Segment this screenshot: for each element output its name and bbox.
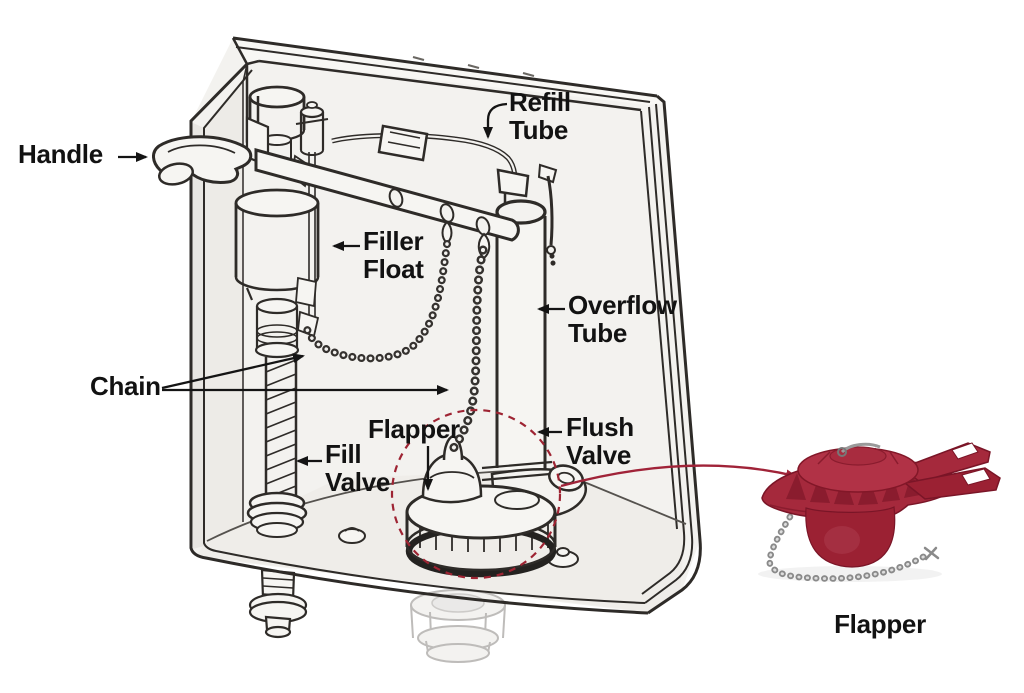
flapper-dome	[797, 442, 919, 493]
trip-lever	[254, 148, 520, 260]
label-flapper: Flapper	[368, 414, 460, 444]
fill-valve-assembly	[234, 85, 329, 538]
label-handle: Handle	[18, 139, 103, 169]
refill-tube-clip	[377, 124, 429, 162]
overflow-tube-drawing	[495, 163, 558, 472]
lift-chain	[447, 245, 488, 455]
label-refill-tube: Refill Tube	[509, 87, 571, 145]
handle-drawing	[152, 64, 270, 186]
label-overflow-tube: Overflow Tube	[568, 290, 677, 348]
flapper-highlight-circle	[390, 408, 562, 580]
flapper-arms	[900, 442, 1001, 500]
flapper-bulb	[805, 506, 896, 568]
label-filler-float: Filler Float	[363, 226, 424, 284]
callout-arrow	[560, 464, 797, 488]
float-chain	[303, 240, 451, 363]
flapper-photo	[758, 442, 1001, 582]
fill-valve-shaft	[264, 357, 298, 500]
label-arrows	[118, 102, 565, 491]
overflow-strap	[546, 175, 554, 246]
flush-valve-drawing	[405, 434, 587, 578]
refill-tube-drawing	[331, 124, 530, 206]
label-chain: Chain	[90, 371, 161, 401]
supply-bolt	[248, 568, 308, 639]
label-flush-valve: Flush Valve	[566, 412, 634, 470]
refill-tube-arrow	[483, 102, 508, 139]
label-fill-valve: Fill Valve	[325, 439, 391, 497]
chain-arrow-upper	[161, 353, 305, 390]
float-cup	[234, 188, 320, 308]
label-flapper-photo: Flapper	[834, 609, 926, 639]
